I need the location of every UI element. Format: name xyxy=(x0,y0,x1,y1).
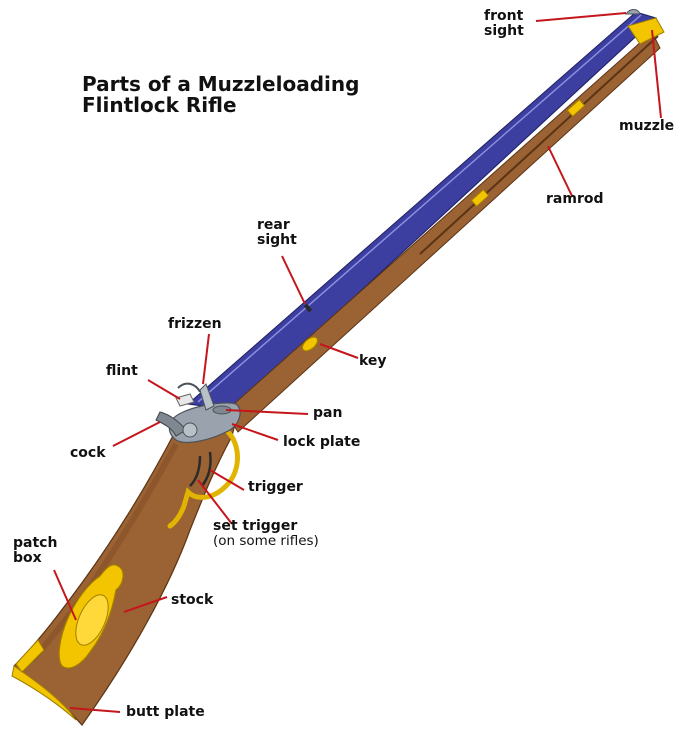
leader-frizzen xyxy=(203,334,209,384)
label-rear-sight: rear sight xyxy=(257,218,297,248)
ramrod-line xyxy=(420,36,658,254)
label-pan: pan xyxy=(313,406,342,421)
leader-flint xyxy=(148,380,180,399)
label-set-trigger-note: (on some rifles) xyxy=(213,534,319,549)
label-front-sight-line-1: front xyxy=(484,9,524,24)
label-trigger: trigger xyxy=(248,480,303,495)
leader-front-sight xyxy=(536,13,626,21)
label-lock-plate: lock plate xyxy=(283,435,360,450)
label-front-sight: front sight xyxy=(484,9,524,39)
label-stock: stock xyxy=(171,593,213,608)
title-line-1: Parts of a Muzzleloading xyxy=(82,74,359,95)
frizzen-spring xyxy=(178,384,200,392)
label-set-trigger-text: set trigger xyxy=(213,518,297,534)
label-rear-sight-line-1: rear xyxy=(257,218,297,233)
label-flint: flint xyxy=(106,364,138,379)
cock-screw xyxy=(183,423,197,437)
leader-ramrod xyxy=(548,146,572,196)
label-rear-sight-line-2: sight xyxy=(257,233,297,248)
label-front-sight-line-2: sight xyxy=(484,24,524,39)
leader-rear-sight xyxy=(282,256,305,304)
label-cock: cock xyxy=(70,446,106,461)
leader-lock-plate xyxy=(232,424,278,440)
label-muzzle: muzzle xyxy=(619,119,674,134)
label-key: key xyxy=(359,354,387,369)
title-line-2: Flintlock Rifle xyxy=(82,95,359,116)
label-set-trigger: set trigger (on some rifles) xyxy=(213,519,319,549)
label-ramrod: ramrod xyxy=(546,192,603,207)
stock xyxy=(14,412,236,725)
label-patch-box-line-2: box xyxy=(13,551,57,566)
diagram-title: Parts of a Muzzleloading Flintlock Rifle xyxy=(82,74,359,116)
label-patch-box-line-1: patch xyxy=(13,536,57,551)
label-frizzen: frizzen xyxy=(168,317,222,332)
leader-cock xyxy=(113,422,160,446)
label-patch-box: patch box xyxy=(13,536,57,566)
label-butt-plate: butt plate xyxy=(126,705,205,720)
front-sight xyxy=(626,10,640,15)
